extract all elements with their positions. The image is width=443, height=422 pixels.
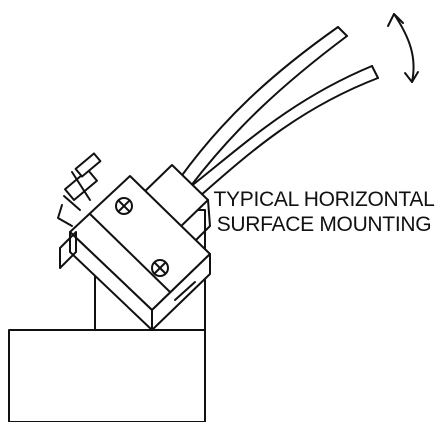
diagram-caption: TYPICAL HORIZONTAL SURFACE MOUNTING — [208, 187, 440, 237]
caption-line-1: TYPICAL HORIZONTAL — [213, 188, 435, 211]
caption-line-2: SURFACE MOUNTING — [216, 213, 432, 236]
mounting-surface — [8, 329, 206, 422]
switch-housing — [59, 175, 211, 331]
phillips-screw-icon — [151, 259, 169, 277]
wire-cables — [179, 26, 379, 197]
phillips-screw-icon — [115, 197, 133, 215]
double-headed-curved-arrow-icon — [387, 13, 419, 83]
actuator — [57, 152, 102, 227]
